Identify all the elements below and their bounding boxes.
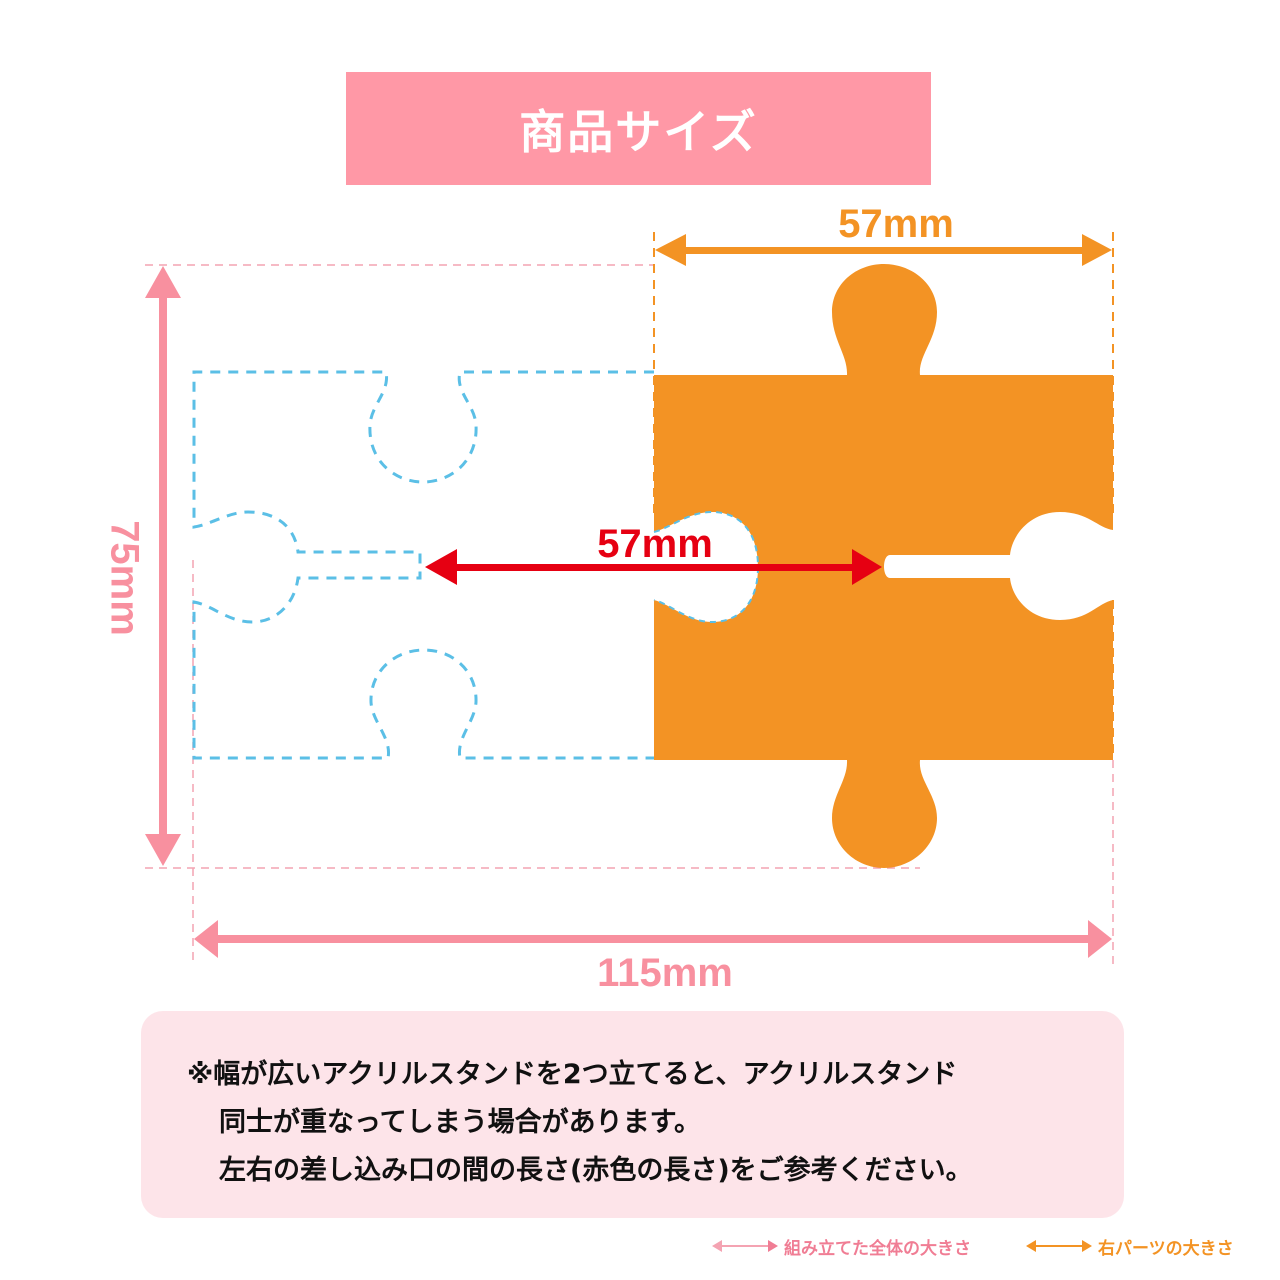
legend-total: 組み立てた全体の大きさ	[712, 1234, 971, 1259]
page-title: 商品サイズ	[519, 104, 758, 159]
total-width-arrow	[194, 920, 1112, 958]
total-height-label: 75mm	[102, 520, 146, 636]
double-arrow-icon	[1026, 1240, 1092, 1252]
note-line-1: ※幅が広いアクリルスタンドを2つ立てると、アクリルスタンド	[187, 1059, 958, 1090]
total-width-label: 115mm	[597, 951, 733, 995]
note-line-2: 同士が重なってしまう場合があります。	[219, 1107, 701, 1138]
size-diagram: 57mm 57mm 75mm 115mm	[102, 202, 1114, 995]
slot-distance-arrow	[425, 549, 882, 585]
note-line-3: 左右の差し込み口の間の長さ(赤色の長さ)をご参考ください。	[219, 1155, 973, 1186]
right-part-width-arrow	[655, 234, 1112, 266]
right-piece-left-notch-outline	[653, 510, 760, 624]
right-piece	[654, 264, 1113, 868]
title-banner: 商品サイズ	[346, 72, 931, 185]
double-arrow-icon	[712, 1240, 778, 1252]
legend-total-label: 組み立てた全体の大きさ	[784, 1238, 971, 1259]
slot-distance-label: 57mm	[597, 522, 713, 566]
legend-right-part: 右パーツの大きさ	[1026, 1234, 1234, 1259]
total-height-arrow	[145, 266, 181, 866]
overall-guide-lines	[145, 264, 1114, 965]
note-box: ※幅が広いアクリルスタンドを2つ立てると、アクリルスタンド 同士が重なってしまう…	[141, 1011, 1124, 1218]
legend-right-part-label: 右パーツの大きさ	[1098, 1238, 1234, 1259]
right-part-width-label: 57mm	[838, 202, 954, 246]
